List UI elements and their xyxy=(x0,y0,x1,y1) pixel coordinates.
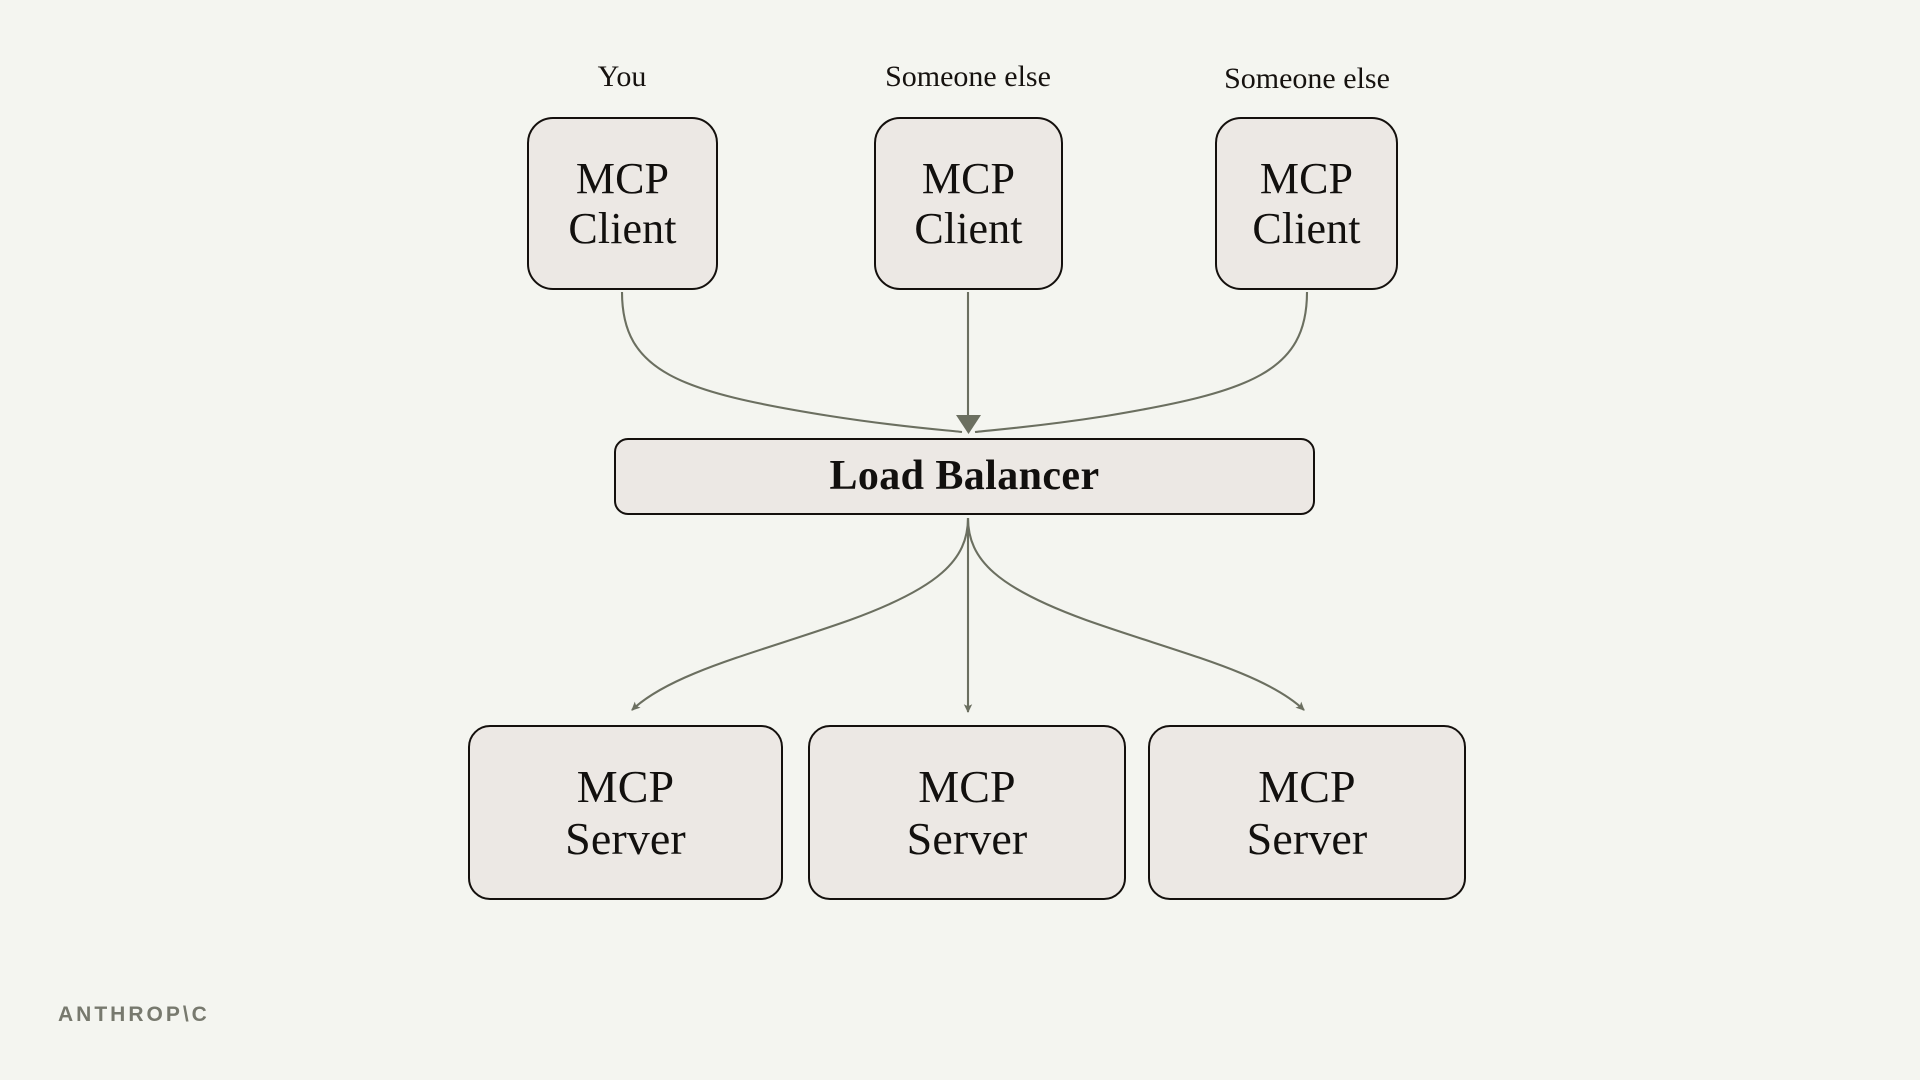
node-mcp-client-2[interactable]: MCP Client xyxy=(874,117,1063,290)
anthropic-wordmark: ANTHROP\C xyxy=(58,1003,210,1026)
node-mcp-client-3-label: MCP Client xyxy=(1252,154,1361,253)
edge-load-balancer-to-server-1 xyxy=(631,517,970,711)
caption-client-2: Someone else xyxy=(885,60,1051,93)
edge-client-3-to-load-balancer xyxy=(974,291,1309,434)
edge-load-balancer-to-server-3 xyxy=(966,517,1305,711)
arrowhead-into-load-balancer xyxy=(956,415,981,434)
node-mcp-server-2-label: MCP Server xyxy=(906,760,1028,864)
node-mcp-client-1-label: MCP Client xyxy=(568,154,677,253)
node-mcp-server-3[interactable]: MCP Server xyxy=(1148,725,1466,900)
node-mcp-server-1-label: MCP Server xyxy=(565,760,686,864)
node-load-balancer-label: Load Balancer xyxy=(829,452,1100,499)
caption-client-1: You xyxy=(597,60,647,93)
node-mcp-server-2[interactable]: MCP Server xyxy=(808,725,1126,900)
node-mcp-client-1[interactable]: MCP Client xyxy=(527,117,718,290)
edge-client-1-to-load-balancer xyxy=(620,291,963,434)
node-mcp-server-3-label: MCP Server xyxy=(1246,760,1368,864)
node-mcp-server-1[interactable]: MCP Server xyxy=(468,725,783,900)
node-mcp-client-2-label: MCP Client xyxy=(914,154,1023,253)
caption-client-3: Someone else xyxy=(1224,62,1390,95)
node-mcp-client-3[interactable]: MCP Client xyxy=(1215,117,1398,290)
node-load-balancer[interactable]: Load Balancer xyxy=(614,438,1315,515)
